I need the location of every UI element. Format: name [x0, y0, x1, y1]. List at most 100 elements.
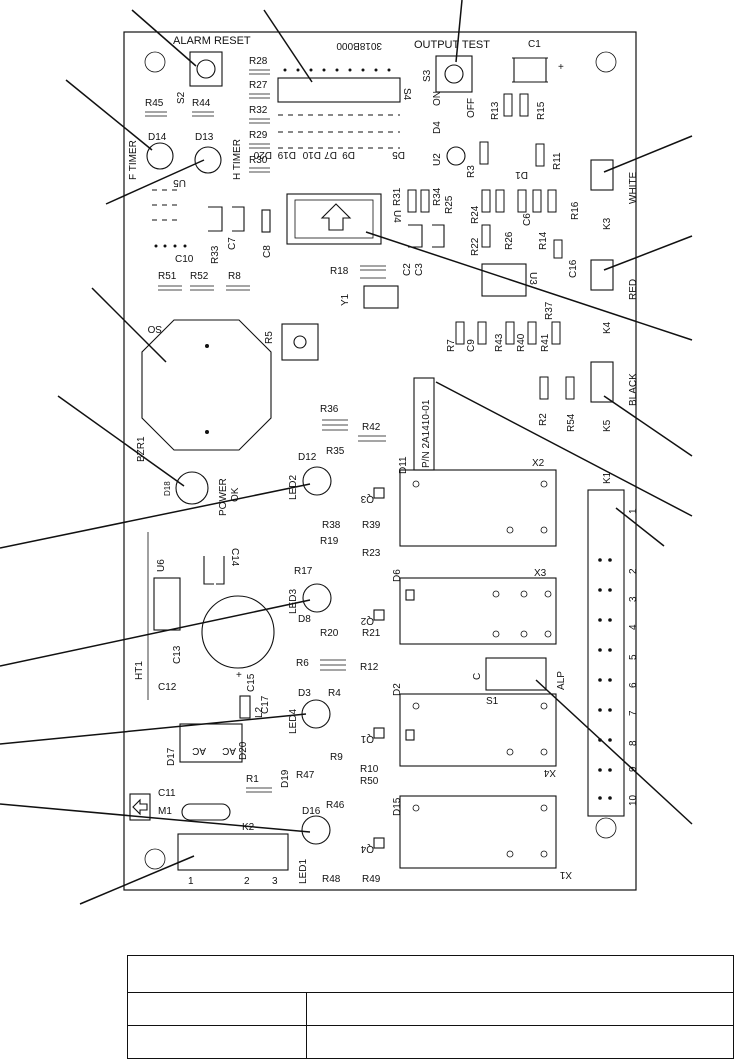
label-c11: C11	[158, 788, 176, 799]
k1-pin-10: 10	[628, 794, 639, 806]
capacitor-c3	[408, 224, 445, 248]
label-u3: U3	[527, 272, 538, 285]
ic-u3	[481, 263, 527, 297]
label-r21: R21	[362, 628, 381, 639]
label-r45: R45	[145, 98, 164, 109]
potentiometer-r5	[281, 323, 319, 361]
label-r36: R36	[320, 404, 339, 415]
relay-x3-pin-3	[544, 590, 552, 598]
capacitor-c8	[261, 209, 271, 233]
label-r2: R2	[538, 413, 549, 426]
label-r10: R10	[360, 764, 379, 775]
label-d11: D11	[398, 456, 409, 474]
connector-k2	[177, 833, 289, 871]
label-c17: C17	[260, 695, 271, 714]
label-c8: C8	[262, 245, 273, 258]
label-m1: M1	[158, 806, 172, 817]
relay-x3-pin-4	[492, 630, 500, 638]
k1-pin-1: 1	[628, 508, 639, 514]
label-q1: Q1	[360, 733, 374, 744]
relay-x2-pin-4	[540, 526, 548, 534]
relay-x2	[399, 469, 557, 547]
connector-k4	[590, 259, 614, 291]
label-r28: R28	[249, 56, 268, 67]
relay-x3-pin-1	[492, 590, 500, 598]
label-d13: D13	[195, 132, 214, 143]
label-r27: R27	[249, 80, 268, 91]
transistor-q1	[373, 727, 385, 739]
label-r18: R18	[330, 266, 349, 277]
label-d19-top: D19	[277, 149, 296, 160]
k1-pin-7: 7	[628, 710, 639, 716]
label-r1: R1	[246, 774, 259, 785]
buzzer-pin-1	[205, 344, 209, 348]
opening-inner	[294, 199, 374, 239]
relay-x1-pin-4	[540, 850, 548, 858]
label-d18: D18	[163, 481, 172, 496]
label-q4: Q4	[360, 843, 374, 854]
label-d17: D17	[166, 747, 177, 766]
label-r7: R7	[446, 339, 457, 352]
label-r46: R46	[326, 800, 345, 811]
label-r17: R17	[294, 566, 313, 577]
label-r43: R43	[494, 333, 505, 352]
label-d14: D14	[148, 132, 167, 143]
label-r35: R35	[326, 446, 345, 457]
resistor-row-1	[407, 189, 563, 259]
board-outline	[123, 31, 637, 891]
arrow-box	[129, 793, 151, 821]
resistor-r6	[320, 659, 346, 671]
label-r44: R44	[192, 98, 211, 109]
transistor-q4	[373, 837, 385, 849]
label-u5: U5	[173, 177, 186, 188]
label-r48: R48	[322, 874, 341, 885]
pads-c10	[154, 244, 187, 248]
label-c3: C3	[414, 263, 425, 276]
resistor-r3	[479, 141, 489, 165]
label-c16: C16	[568, 259, 579, 278]
resistor-r42	[358, 435, 386, 442]
relay-x3-pin-6	[544, 630, 552, 638]
k1-pin-8: 8	[628, 740, 639, 746]
transistor-q2	[373, 609, 385, 621]
resistor-r1	[246, 787, 272, 793]
ic-u5-pads	[152, 189, 178, 221]
label-d9: D9	[342, 149, 355, 160]
label-bzr1: BZR1	[136, 436, 147, 462]
label-c7: C7	[227, 237, 238, 250]
relay-x4-pin-1	[412, 702, 420, 710]
relay-x1-pin-1	[412, 804, 420, 812]
label-c13: C13	[172, 645, 183, 664]
label-r20: R20	[320, 628, 339, 639]
label-x1: X1	[559, 869, 572, 880]
label-r47: R47	[296, 770, 315, 781]
label-r23: R23	[362, 548, 381, 559]
label-r42: R42	[362, 422, 381, 433]
label-c2: C2	[402, 263, 413, 276]
resistor-r45	[145, 111, 167, 117]
label-ac-1: AC	[192, 745, 206, 756]
relay-x2-pin-1	[412, 480, 420, 488]
label-plus-ht1: +	[236, 670, 242, 681]
label-d3: D3	[298, 688, 311, 699]
label-k1: K1	[602, 471, 613, 484]
label-ok: OK	[230, 487, 241, 502]
label-r3: R3	[466, 165, 477, 178]
relay-x4-pin-4	[540, 748, 548, 756]
legend-row-2-left	[128, 1026, 307, 1059]
label-c1-plus: +	[558, 62, 564, 73]
switch-s2-button	[196, 59, 216, 79]
label-led3: LED3	[288, 589, 299, 614]
label-off: OFF	[466, 98, 477, 118]
resistor-r18	[360, 265, 386, 279]
label-r22: R22	[470, 237, 481, 256]
label-r37: R37	[544, 301, 555, 320]
relay-x1-pin-3	[506, 850, 514, 858]
relay-x4-pin-2	[540, 702, 548, 710]
legend-row-2-right	[307, 1026, 733, 1059]
label-s1: S1	[486, 696, 499, 707]
relay-x1	[399, 795, 557, 869]
mounting-hole-top-left	[144, 51, 166, 73]
label-d1: D1	[515, 169, 528, 180]
relay-x2-pin-3	[506, 526, 514, 534]
